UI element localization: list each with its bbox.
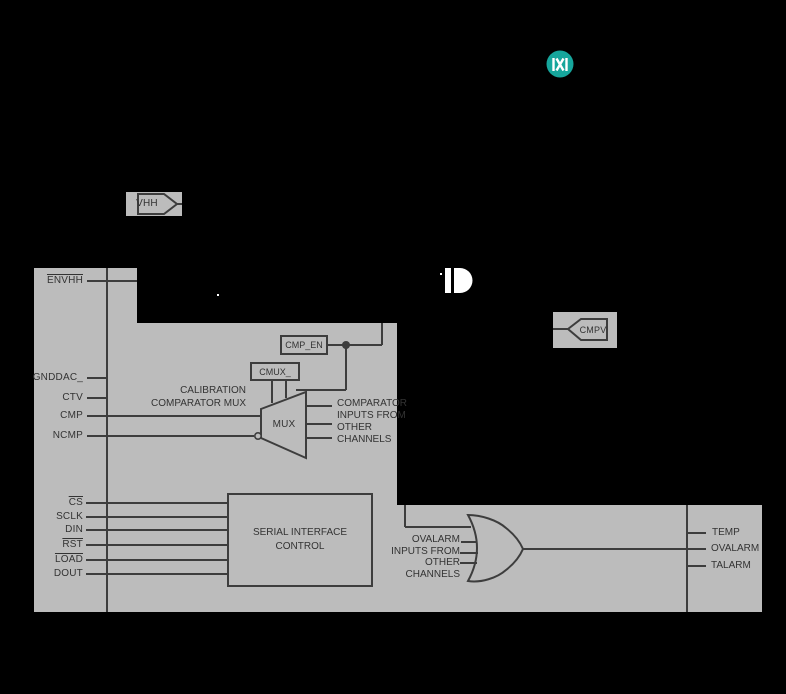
cmux-block: CMUX_: [250, 362, 300, 381]
white-speck: [440, 273, 442, 275]
pin-label-din: DIN: [65, 524, 83, 535]
cmp-en-block: CMP_EN: [280, 335, 328, 355]
serial-interface-control-block: SERIAL INTERFACE CONTROL: [227, 493, 373, 587]
white-speck: [217, 294, 219, 296]
pin-label-sclk: SCLK: [56, 511, 83, 522]
pin-label-talarm: TALARM: [711, 560, 751, 571]
cmpv-pin-label: CMPV: [579, 325, 607, 335]
vhh-pin-icon: [137, 193, 179, 215]
pin-label-ctv: CTV: [62, 392, 83, 403]
plate-envhh-strip: [34, 268, 137, 323]
comparator-inputs-caption: COMPARATOR INPUTS FROM OTHER CHANNELS: [337, 398, 408, 445]
serial-interface-line2: CONTROL: [275, 541, 325, 552]
mux-label: MUX: [272, 419, 296, 430]
pin-label-temp: TEMP: [712, 527, 740, 538]
pin-label-load: LOAD: [54, 554, 83, 565]
mux-trapezoid-icon: [260, 390, 307, 460]
pin-label-cmp: CMP: [60, 410, 83, 421]
pin-label-gnddac: GNDDAC_: [32, 372, 83, 383]
cmpv-pin-icon: [566, 318, 608, 341]
pin-label-ovalarm: OVALARM: [711, 543, 760, 554]
and-gate-icon: [445, 268, 473, 293]
pin-label-envhh: ENVHH: [46, 275, 83, 286]
maxim-logo-icon: [546, 50, 574, 78]
inverter-bubble-icon: [254, 431, 263, 440]
serial-interface-line1: SERIAL INTERFACE: [252, 527, 348, 538]
plate-vhh-pin: [126, 192, 182, 216]
plate-alarm-extension: [397, 505, 762, 612]
pin-label-cs: CS: [68, 497, 83, 508]
pin-label-ncmp: NCMP: [52, 430, 83, 441]
pin-label-rst: RST: [62, 539, 83, 550]
junction-dot: [342, 341, 350, 349]
pin-label-dout: DOUT: [53, 568, 83, 579]
vhh-pin-label: VHH: [136, 198, 158, 209]
or-gate-icon: [466, 513, 525, 583]
calibration-mux-caption: CALIBRATION COMPARATOR MUX: [150, 385, 246, 409]
ovalarm-inputs-caption: OVALARM INPUTS FROM OTHER CHANNELS: [391, 534, 460, 580]
